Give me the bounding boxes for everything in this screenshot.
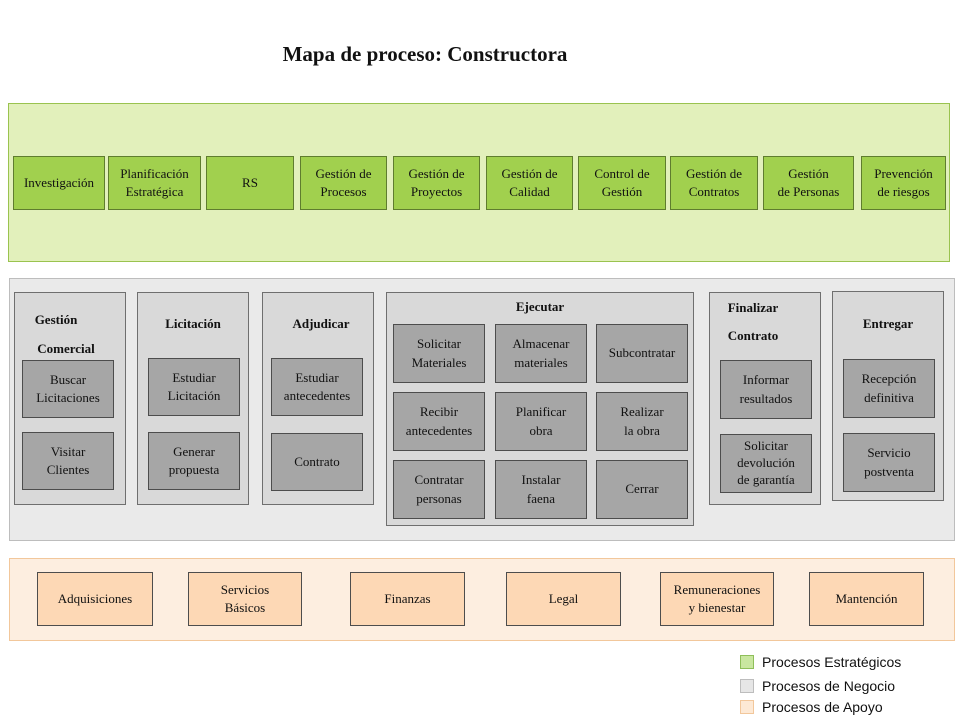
process-cerrar[interactable]: Cerrar xyxy=(596,460,688,519)
legend-label-business: Procesos de Negocio xyxy=(762,678,896,694)
legend-swatch-support xyxy=(740,700,754,714)
process-subcontratar[interactable]: Subcontratar xyxy=(596,324,688,383)
process-mantencion[interactable]: Mantención xyxy=(809,572,924,626)
process-contrato[interactable]: Contrato xyxy=(271,433,363,491)
group-adjudicar-title: Adjudicar xyxy=(292,316,350,331)
group-licitacion-title: Licitación xyxy=(165,316,221,331)
group-entregar-title: Entregar xyxy=(862,316,914,331)
process-finanzas[interactable]: Finanzas xyxy=(350,572,465,626)
process-adquisiciones[interactable]: Adquisiciones xyxy=(37,572,153,626)
legend-label-strategic: Procesos Estratégicos xyxy=(762,654,902,670)
process-investigacion[interactable]: Investigación xyxy=(13,156,105,210)
group-ejecutar-title: Ejecutar xyxy=(515,299,565,314)
legend-swatch-business xyxy=(740,679,754,693)
diagram-title: Mapa de proceso: Constructora xyxy=(282,42,568,66)
legend-swatch-strategic xyxy=(740,655,754,669)
support-processes-band xyxy=(9,558,955,641)
legend-strategic: Procesos Estratégicos xyxy=(740,654,901,670)
legend-support: Procesos de Apoyo xyxy=(740,699,883,715)
legend-label-support: Procesos de Apoyo xyxy=(762,699,883,715)
process-legal[interactable]: Legal xyxy=(506,572,621,626)
legend-business: Procesos de Negocio xyxy=(740,678,895,694)
process-rs[interactable]: RS xyxy=(206,156,294,210)
